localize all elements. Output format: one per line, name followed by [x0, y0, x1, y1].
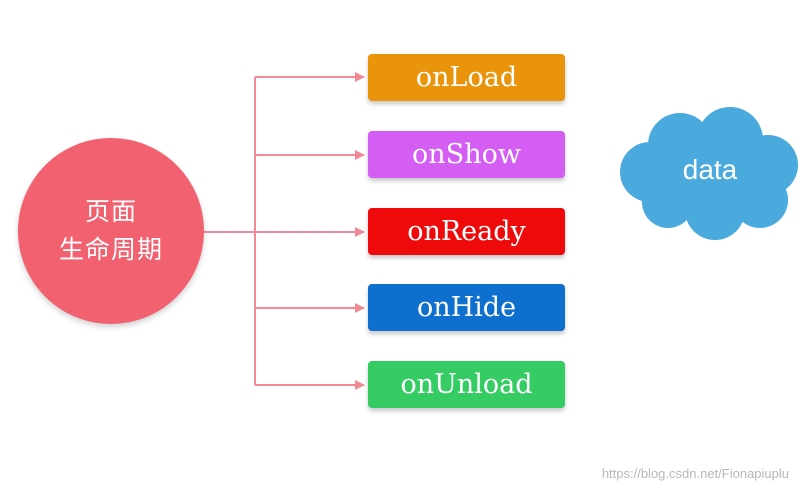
onshow-label: onShow — [412, 139, 521, 170]
onshow-node: onShow — [368, 131, 565, 178]
watermark-text: https://blog.csdn.net/Fionapiuplu — [601, 466, 789, 481]
center-label-line2: 生命周期 — [58, 235, 163, 264]
data-cloud-label: data — [682, 154, 738, 185]
onunload-node: onUnload — [368, 361, 565, 408]
onready-node: onReady — [368, 208, 565, 255]
onhide-label: onHide — [416, 292, 517, 323]
onload-node: onLoad — [368, 54, 565, 101]
onready-label: onReady — [407, 216, 526, 247]
onunload-label: onUnload — [400, 369, 533, 400]
center-label-line1: 页面 — [84, 197, 137, 226]
onhide-node: onHide — [368, 284, 565, 331]
data-cloud-shape — [620, 107, 798, 240]
onload-label: onLoad — [415, 62, 518, 93]
page-lifecycle-node: 页面 生命周期 — [18, 138, 204, 324]
